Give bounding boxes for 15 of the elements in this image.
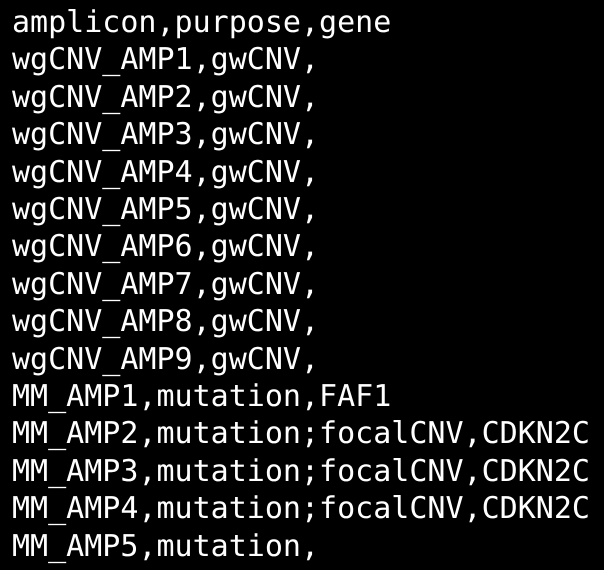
text-line: MM_AMP2,mutation;focalCNV,CDKN2C — [12, 417, 590, 452]
text-line: MM_AMP4,mutation;focalCNV,CDKN2C — [12, 492, 590, 526]
text-line: wgCNV_AMP3,gwCNV, — [12, 118, 320, 152]
text-line: wgCNV_AMP9,gwCNV, — [12, 342, 320, 377]
text-line: MM_AMP3,mutation;focalCNV,CDKN2C — [12, 454, 590, 489]
text-line: wgCNV_AMP5,gwCNV, — [12, 193, 320, 227]
text-line: amplicon,purpose,gene — [12, 6, 392, 40]
text-line: MM_AMP1,mutation,FAF1 — [12, 380, 392, 414]
text-line: MM_AMP5,mutation, — [12, 530, 320, 564]
text-line: wgCNV_AMP2,gwCNV, — [12, 80, 320, 115]
text-line: wgCNV_AMP4,gwCNV, — [12, 156, 320, 190]
text-line: wgCNV_AMP6,gwCNV, — [12, 230, 320, 264]
text-line: wgCNV_AMP7,gwCNV, — [12, 268, 320, 302]
text-line: wgCNV_AMP1,gwCNV, — [12, 43, 320, 78]
text-line: wgCNV_AMP8,gwCNV, — [12, 305, 320, 340]
